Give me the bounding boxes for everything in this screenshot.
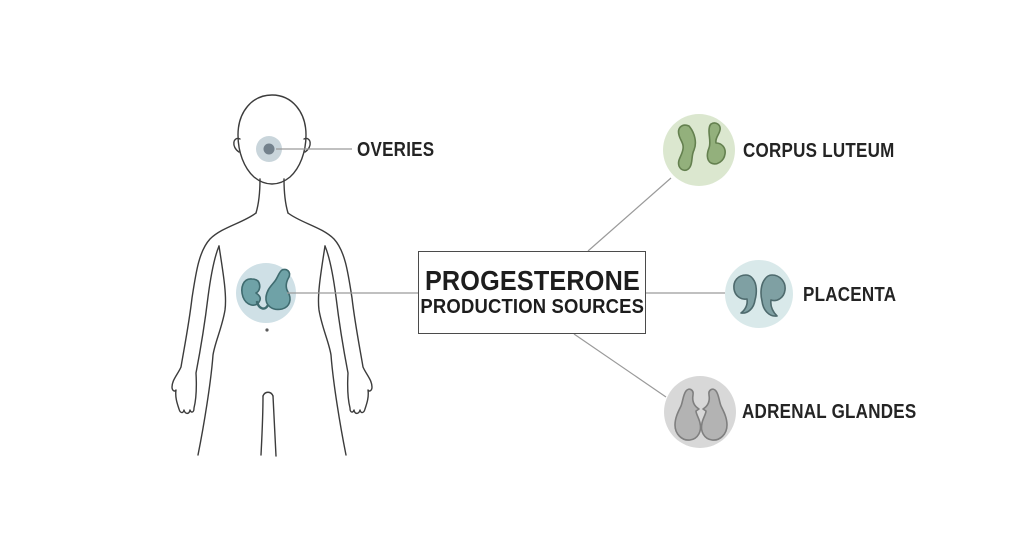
inner-leg-left: [260, 395, 264, 456]
adrenal-right-shape: [700, 388, 728, 441]
neck-right: [283, 178, 289, 214]
corpus-luteum-icon: [677, 122, 726, 172]
connector-box-to-adrenal: [573, 333, 667, 398]
inner-leg-right: [272, 395, 277, 457]
adrenal-left-shape: [674, 388, 702, 441]
label-ovaries: OVERIES: [357, 139, 435, 161]
connector-box-to-corpus-luteum: [587, 177, 672, 252]
corpus-right-shape: [706, 122, 726, 165]
uterus-ovaries-icon: [241, 268, 291, 311]
title-line-2: PRODUCTION SOURCES: [420, 294, 644, 318]
torso-right-leg: [317, 245, 347, 456]
ovary-shape: [241, 278, 262, 306]
adrenal-glands-circle: [664, 376, 736, 448]
neck-left: [255, 178, 261, 214]
placenta-left-shape: [733, 274, 758, 314]
title-line-1: PROGESTERONE: [424, 264, 640, 296]
left-ear: [233, 137, 241, 153]
uterus-shape: [265, 268, 291, 311]
right-ear: [303, 137, 311, 153]
body-outline: [171, 94, 373, 457]
head-highlight-dot: [263, 143, 275, 155]
label-corpus-luteum: CORPUS LUTEUM: [743, 140, 895, 162]
node-adrenal-glands: [664, 376, 736, 448]
label-placenta: PLACENTA: [803, 284, 897, 306]
head-highlight: [256, 136, 282, 162]
placenta-right-shape: [760, 274, 786, 317]
navel-dot: [265, 328, 269, 332]
left-arm: [171, 212, 257, 415]
torso-left-leg: [197, 245, 227, 456]
head-outline: [237, 94, 307, 185]
center-title-box: PROGESTERONE PRODUCTION SOURCES: [418, 251, 646, 334]
corpus-left-shape: [677, 124, 697, 172]
adrenal-glands-icon: [674, 388, 728, 441]
placenta-icon: [733, 274, 786, 317]
right-arm: [287, 212, 373, 415]
node-corpus-luteum: [663, 114, 735, 186]
label-adrenal-glands: ADRENAL GLANDES: [742, 401, 917, 423]
crotch-curve: [262, 391, 274, 397]
connector-lines: [276, 148, 725, 398]
node-placenta: [725, 260, 793, 328]
